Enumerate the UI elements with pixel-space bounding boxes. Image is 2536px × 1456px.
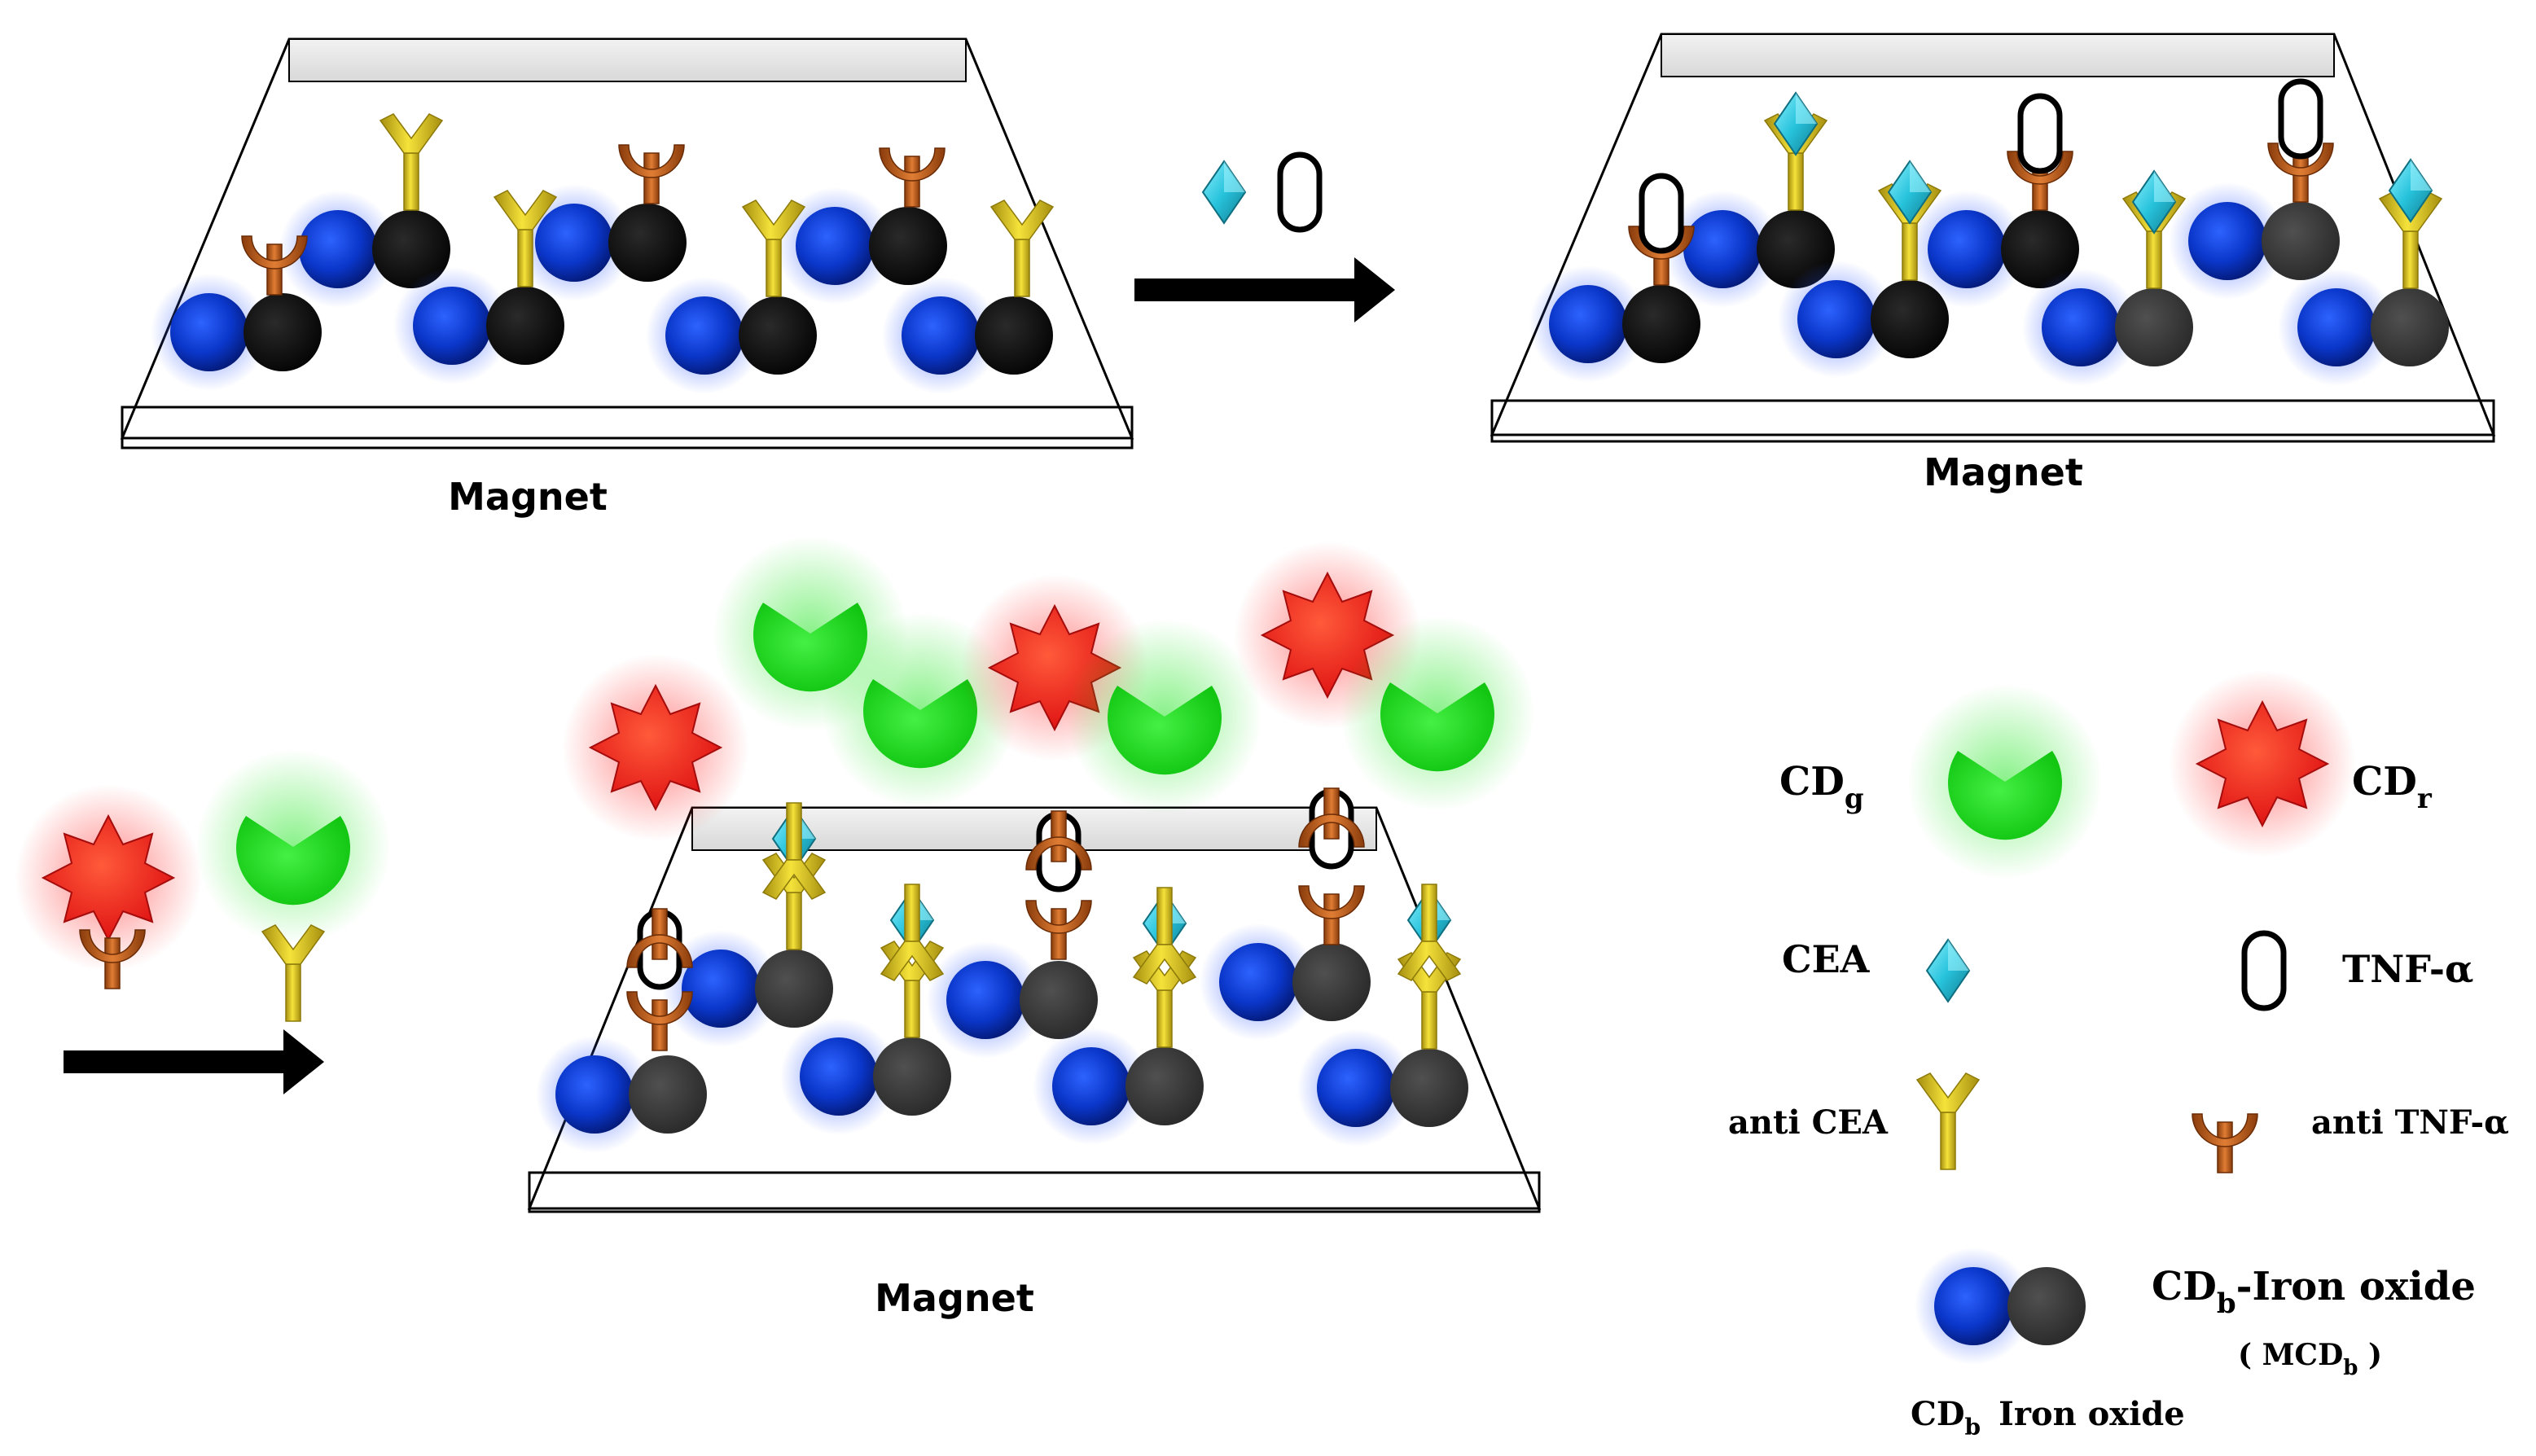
legend-mcdb-paren-sub: b (2343, 1356, 2358, 1380)
anti-tnf-detection (626, 908, 693, 968)
cea-antigen (2132, 170, 2176, 234)
legend-cdr-sub: r (2417, 783, 2433, 815)
magnet-label-1: Magnet (448, 475, 608, 519)
legend-iron-oxide-text: Iron oxide (1999, 1395, 2185, 1433)
mcdb-particle (1200, 923, 1371, 1041)
anti-cea-detection (1133, 887, 1196, 985)
cea-icon (1202, 160, 1246, 224)
panel-3: Magnet (527, 536, 1542, 1320)
cdr-icon (2168, 669, 2357, 858)
legend-anti-cea: anti CEA (1728, 1072, 1980, 1170)
legend-tnf: TNF-α (2244, 933, 2473, 1008)
legend-mcdb-paren: ( MCD (2238, 1338, 2343, 1372)
cdg-label (1340, 616, 1535, 811)
cdg-label (1067, 619, 1262, 814)
panel-1: Magnet (120, 37, 1134, 519)
panel-1-particles (151, 113, 1054, 394)
legend-cea: CEA (1782, 937, 1970, 1002)
anti-tnf-antibody (1298, 885, 1365, 945)
mcdb-legend-icon (1915, 1248, 2086, 1365)
tnf-antigen (1642, 176, 1681, 251)
magnet-label-3: Magnet (875, 1276, 1034, 1320)
legend-anti-tnf: anti TNF-α (2192, 1103, 2509, 1173)
legend: CDg CDr CEA TNF-α anti CEA anti TNF-α (1728, 669, 2509, 1441)
anti-tnf-antibody (618, 144, 685, 204)
legend-cdg-sub: g (1845, 783, 1864, 815)
legend-anti-cea-text: anti CEA (1728, 1103, 1889, 1142)
svg-text:CDb-Iron oxide: CDb-Iron oxide (2152, 1264, 2476, 1320)
svg-text:( MCDb ): ( MCDb ) (2238, 1338, 2382, 1380)
mcdb-particle (646, 277, 817, 394)
legend-cdb-text: CD (1911, 1395, 1965, 1433)
cea-antigen (1774, 92, 1818, 156)
svg-text:CDr: CDr (2352, 759, 2433, 815)
cdg-icon (1907, 684, 2103, 879)
cdg-probe-icon (195, 749, 391, 945)
mcdb-particle (2022, 269, 2193, 386)
legend-cdr-text: CD (2352, 759, 2417, 805)
tnf-antigen (2281, 81, 2320, 156)
anti-tnf-antibody (1025, 900, 1092, 960)
panel-2-particles (1529, 81, 2449, 386)
svg-text:CDg: CDg (1779, 759, 1864, 815)
panel-2: Magnet (1490, 33, 2496, 494)
tnf-icon (1280, 155, 1319, 230)
legend-mcdb-sub: b (2217, 1287, 2236, 1320)
legend-cdb-sub: b (1965, 1414, 1981, 1441)
legend-cea-text: CEA (1782, 937, 1871, 981)
arrow-right-icon (1134, 257, 1395, 322)
legend-cdr: CDr (2168, 669, 2433, 858)
anti-cea-antibody (990, 200, 1054, 297)
arrow-right-icon (64, 1029, 324, 1094)
arrow-step-1 (1134, 155, 1395, 322)
cdr-label (561, 653, 750, 842)
legend-cdg-text: CD (1779, 759, 1845, 805)
mcdb-particle (1033, 1028, 1204, 1145)
mcdb-particle (780, 1018, 951, 1135)
legend-mcdb-text: CD (2152, 1264, 2217, 1309)
legend-mcdb-paren-close: ) (2358, 1338, 2382, 1372)
tnf-antigen (2020, 96, 2060, 171)
anti-cea-detection (1397, 884, 1461, 981)
anti-cea-legend-icon (1916, 1072, 1980, 1170)
anti-cea-antibody (380, 113, 443, 211)
mcdb-particle (1297, 1029, 1468, 1147)
mcdb-particle (151, 274, 322, 391)
tnf-legend-icon (2244, 933, 2284, 1008)
mcdb-particle (2278, 269, 2449, 386)
mcdb-particle (536, 1036, 707, 1153)
legend-cdg: CDg (1779, 684, 2103, 879)
legend-tnf-text: TNF-α (2342, 947, 2473, 991)
anti-tnf-legend-icon (2192, 1113, 2258, 1173)
legend-mcdb-suffix: -Iron oxide (2236, 1264, 2476, 1309)
anti-tnf-antibody (879, 147, 946, 208)
arrow-step-2 (14, 749, 391, 1094)
cea-legend-icon (1926, 939, 1970, 1002)
magnet-label-2: Magnet (1924, 450, 2083, 494)
legend-anti-tnf-text: anti TNF-α (2311, 1103, 2509, 1142)
